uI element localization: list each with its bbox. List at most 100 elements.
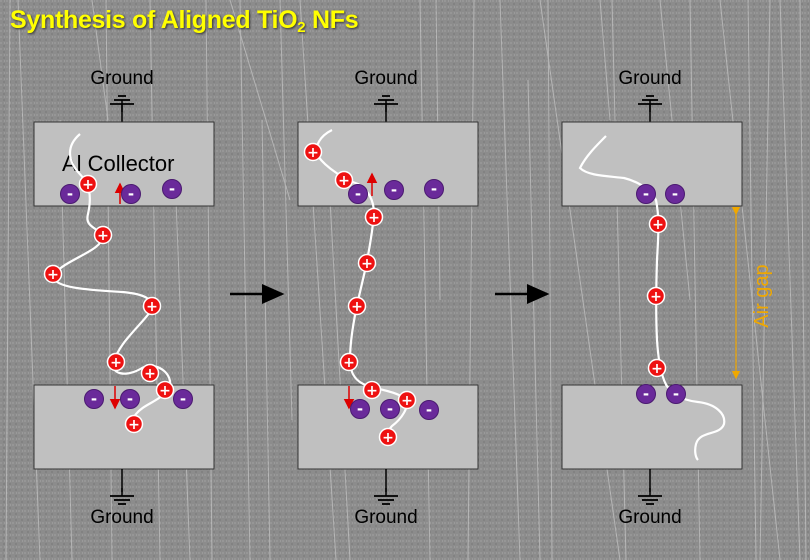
plus-sign: + bbox=[307, 145, 319, 161]
negative-charge-icon: - bbox=[173, 389, 193, 409]
negative-charge-icon: - bbox=[666, 384, 686, 404]
positive-charge-icon: + bbox=[140, 363, 160, 383]
minus-sign: - bbox=[357, 400, 363, 418]
background-fiber bbox=[499, 0, 521, 560]
ground-label-bottom: Ground bbox=[354, 507, 417, 528]
background-fiber bbox=[175, 199, 191, 560]
negative-charge-icon: - bbox=[121, 184, 141, 204]
positive-charge-icon: + bbox=[43, 264, 63, 284]
minus-sign: - bbox=[91, 390, 97, 408]
minus-sign: - bbox=[431, 180, 437, 198]
charges: ++++++++------+++++++++------+++---- bbox=[43, 142, 686, 447]
negative-charge-icon: - bbox=[384, 180, 404, 200]
positive-charge-icon: + bbox=[303, 142, 323, 162]
minus-sign: - bbox=[128, 185, 134, 203]
plus-sign: + bbox=[82, 177, 94, 193]
negative-charge-icon: - bbox=[60, 184, 80, 204]
minus-sign: - bbox=[127, 390, 133, 408]
background-fiber bbox=[779, 0, 801, 560]
plus-sign: + bbox=[368, 210, 380, 226]
ground-label-bottom: Ground bbox=[90, 507, 153, 528]
ground-label-bottom: Ground bbox=[618, 507, 681, 528]
background-fiber bbox=[5, 0, 11, 560]
minus-sign: - bbox=[673, 385, 679, 403]
negative-charge-icon: - bbox=[120, 389, 140, 409]
ground-label-top: Ground bbox=[90, 68, 153, 89]
minus-sign: - bbox=[169, 180, 175, 198]
background-fiber bbox=[759, 0, 771, 560]
minus-sign: - bbox=[387, 400, 393, 418]
negative-charge-icon: - bbox=[380, 399, 400, 419]
minus-sign: - bbox=[67, 185, 73, 203]
background-fiber bbox=[329, 199, 351, 560]
plus-sign: + bbox=[366, 383, 378, 399]
minus-sign: - bbox=[180, 390, 186, 408]
background-fiber bbox=[229, 0, 291, 201]
positive-charge-icon: + bbox=[647, 358, 667, 378]
title-main: Synthesis of Aligned TiO bbox=[10, 6, 298, 34]
title-subscript: 2 bbox=[297, 19, 306, 36]
positive-charge-icon: + bbox=[106, 352, 126, 372]
plus-sign: + bbox=[382, 430, 394, 446]
plus-sign: + bbox=[401, 393, 413, 409]
positive-charge-icon: + bbox=[362, 380, 382, 400]
background-fiber bbox=[599, 0, 611, 121]
ground-label-top: Ground bbox=[354, 68, 417, 89]
plus-sign: + bbox=[651, 361, 663, 377]
background-fiber bbox=[547, 0, 553, 560]
plus-sign: + bbox=[47, 267, 59, 283]
bottom-collector-plate bbox=[297, 384, 479, 470]
plus-sign: + bbox=[338, 173, 350, 189]
plus-sign: + bbox=[159, 383, 171, 399]
positive-charge-icon: + bbox=[78, 174, 98, 194]
negative-charge-icon: - bbox=[350, 399, 370, 419]
minus-sign: - bbox=[355, 185, 361, 203]
positive-charge-icon: + bbox=[142, 296, 162, 316]
plus-sign: + bbox=[351, 299, 363, 315]
positive-charge-icon: + bbox=[155, 380, 175, 400]
plus-sign: + bbox=[110, 355, 122, 371]
background-fiber bbox=[279, 0, 293, 421]
positive-charge-icon: + bbox=[646, 286, 666, 306]
plus-sign: + bbox=[146, 299, 158, 315]
plus-sign: + bbox=[343, 355, 355, 371]
background-fiber bbox=[747, 0, 757, 560]
positive-charge-icon: + bbox=[397, 390, 417, 410]
positive-charge-icon: + bbox=[357, 253, 377, 273]
collector-label: Al Collector bbox=[62, 151, 174, 176]
background-fiber bbox=[719, 0, 781, 560]
negative-charge-icon: - bbox=[424, 179, 444, 199]
negative-charge-icon: - bbox=[162, 179, 182, 199]
minus-sign: - bbox=[672, 185, 678, 203]
plus-sign: + bbox=[128, 417, 140, 433]
plus-sign: + bbox=[97, 228, 109, 244]
positive-charge-icon: + bbox=[339, 352, 359, 372]
minus-sign: - bbox=[426, 401, 432, 419]
minus-sign: - bbox=[391, 181, 397, 199]
negative-charge-icon: - bbox=[84, 389, 104, 409]
positive-charge-icon: + bbox=[334, 170, 354, 190]
negative-charge-icon: - bbox=[419, 400, 439, 420]
positive-charge-icon: + bbox=[378, 427, 398, 447]
background-fiber bbox=[239, 0, 251, 560]
background-fiber bbox=[799, 0, 807, 560]
positive-charge-icon: + bbox=[93, 225, 113, 245]
background-fiber bbox=[261, 119, 271, 560]
plus-sign: + bbox=[144, 366, 156, 382]
positive-charge-icon: + bbox=[124, 414, 144, 434]
positive-charge-icon: + bbox=[364, 207, 384, 227]
background-fiber bbox=[527, 79, 541, 560]
title-end: NFs bbox=[305, 6, 359, 34]
positive-charge-icon: + bbox=[648, 214, 668, 234]
negative-charge-icon: - bbox=[348, 184, 368, 204]
negative-charge-icon: - bbox=[636, 384, 656, 404]
plus-sign: + bbox=[652, 217, 664, 233]
plus-sign: + bbox=[361, 256, 373, 272]
minus-sign: - bbox=[643, 385, 649, 403]
negative-charge-icon: - bbox=[636, 184, 656, 204]
nanofiber bbox=[578, 135, 726, 461]
minus-sign: - bbox=[643, 185, 649, 203]
plus-sign: + bbox=[650, 289, 662, 305]
background-fiber bbox=[91, 0, 109, 121]
